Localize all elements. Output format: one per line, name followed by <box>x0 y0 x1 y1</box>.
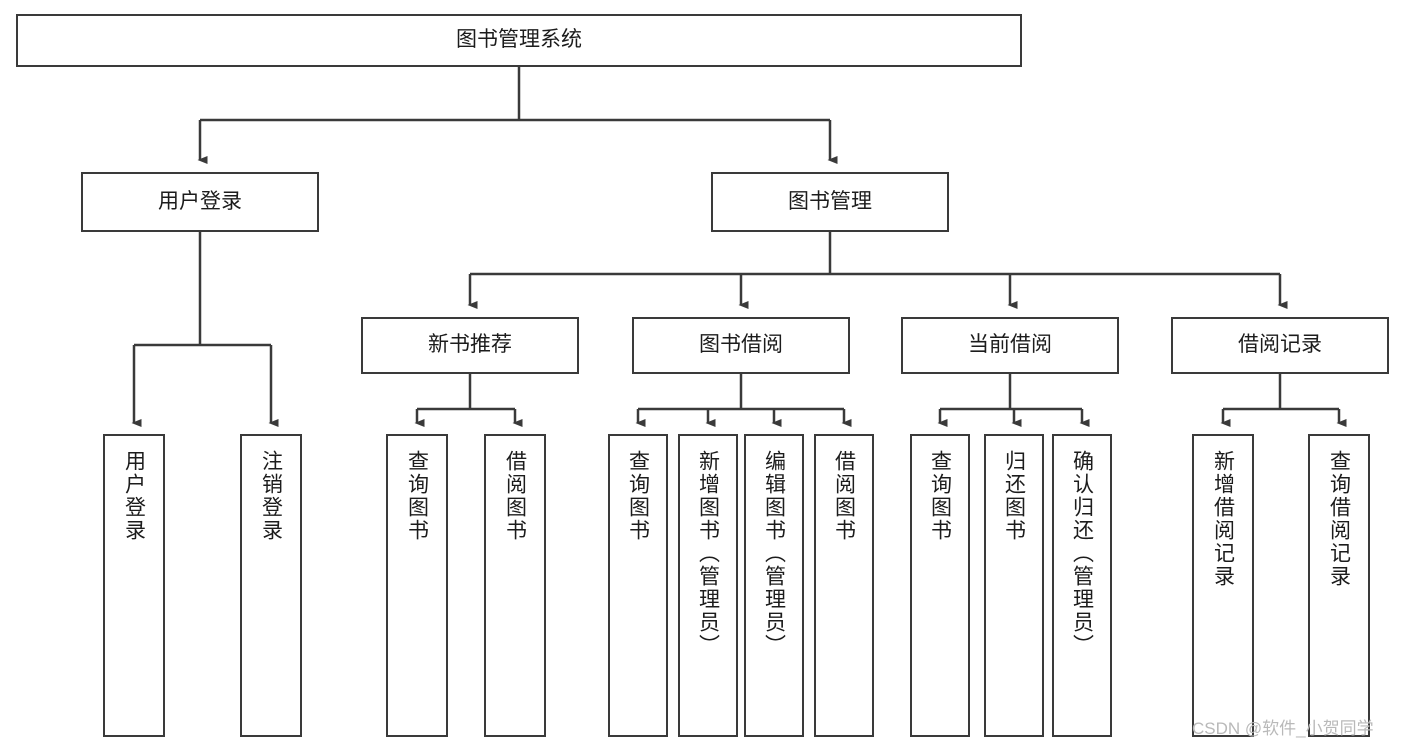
node-user-login[interactable]: 用户登录 <box>81 172 319 232</box>
node-label: 图书管理 <box>788 189 872 213</box>
leaf-current-confirm-return-admin[interactable]: 确认归还（管理员） <box>1052 434 1112 737</box>
node-borrow-record[interactable]: 借阅记录 <box>1171 317 1389 374</box>
node-label: 借阅记录 <box>1238 333 1322 357</box>
node-label: 查询图书 <box>928 450 952 542</box>
csdn-watermark: CSDN @软件_小贺同学 <box>1192 719 1374 738</box>
node-label: 新书推荐 <box>428 333 512 357</box>
node-label: 新增图书（管理员） <box>696 450 720 657</box>
leaf-recommend-borrow-book[interactable]: 借阅图书 <box>484 434 546 737</box>
node-label: 查询图书 <box>626 450 650 542</box>
node-root-system[interactable]: 图书管理系统 <box>16 14 1022 67</box>
node-label: 确认归还（管理员） <box>1070 450 1094 657</box>
node-label: 查询图书 <box>405 450 429 542</box>
leaf-current-return-book[interactable]: 归还图书 <box>984 434 1044 737</box>
node-current-borrow[interactable]: 当前借阅 <box>901 317 1119 374</box>
node-book-manage[interactable]: 图书管理 <box>711 172 949 232</box>
leaf-record-add-borrow-record[interactable]: 新增借阅记录 <box>1192 434 1254 737</box>
node-label: 用户登录 <box>158 189 242 213</box>
node-label: 归还图书 <box>1002 450 1026 542</box>
leaf-borrow-borrow-book[interactable]: 借阅图书 <box>814 434 874 737</box>
leaf-borrow-query-book[interactable]: 查询图书 <box>608 434 668 737</box>
node-label: 新增借阅记录 <box>1211 450 1235 588</box>
node-label: 借阅图书 <box>503 450 527 542</box>
node-label: 用户登录 <box>122 450 146 542</box>
leaf-borrow-add-book-admin[interactable]: 新增图书（管理员） <box>678 434 738 737</box>
leaf-recommend-query-book[interactable]: 查询图书 <box>386 434 448 737</box>
node-label: 注销登录 <box>259 450 283 542</box>
leaf-current-query-book[interactable]: 查询图书 <box>910 434 970 737</box>
node-new-book-recommend[interactable]: 新书推荐 <box>361 317 579 374</box>
leaf-user-login[interactable]: 用户登录 <box>103 434 165 737</box>
node-label: 借阅图书 <box>832 450 856 542</box>
node-book-borrow[interactable]: 图书借阅 <box>632 317 850 374</box>
node-label: 当前借阅 <box>968 333 1052 357</box>
leaf-borrow-edit-book-admin[interactable]: 编辑图书（管理员） <box>744 434 804 737</box>
node-label: 编辑图书（管理员） <box>762 450 786 657</box>
node-label: 图书管理系统 <box>456 28 582 52</box>
leaf-user-logout[interactable]: 注销登录 <box>240 434 302 737</box>
node-label: 查询借阅记录 <box>1327 450 1351 588</box>
node-label: 图书借阅 <box>699 333 783 357</box>
leaf-record-query-borrow-record[interactable]: 查询借阅记录 <box>1308 434 1370 737</box>
